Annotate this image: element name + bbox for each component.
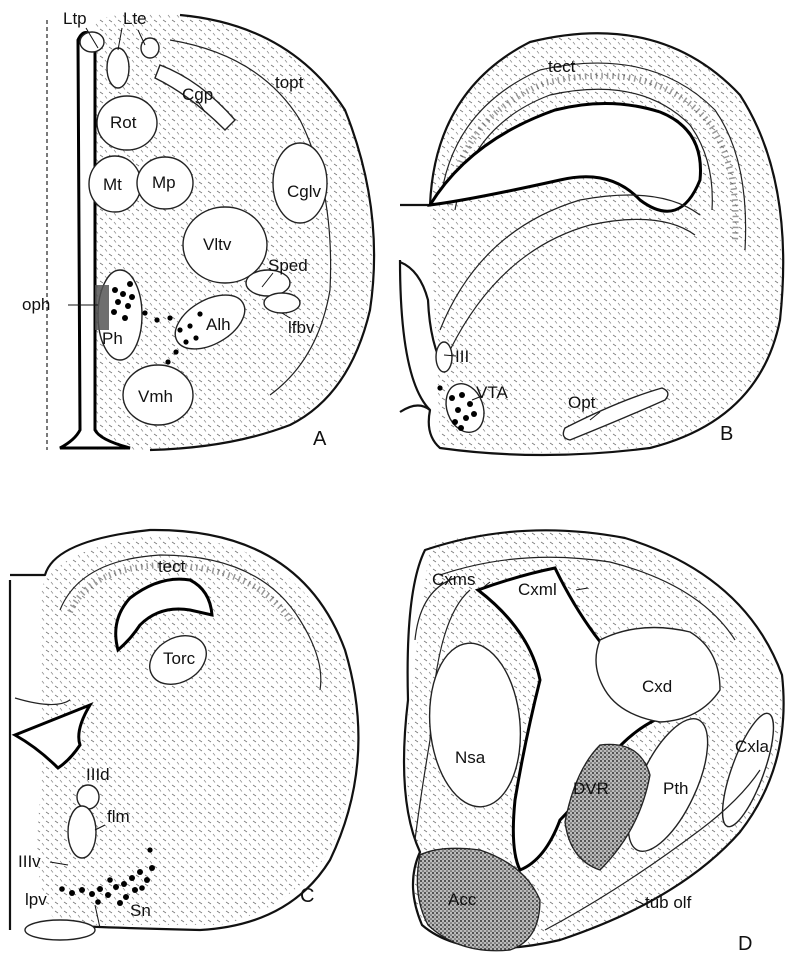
label-vta: VTA (476, 383, 508, 402)
nucleus-lpv (25, 920, 95, 940)
label-ph: Ph (102, 329, 123, 348)
label-tect-c: tect (158, 557, 186, 576)
panel-letter-c: C (300, 885, 314, 907)
label-ltp: Ltp (63, 9, 87, 28)
label-torc: Torc (163, 649, 196, 668)
panel-a: Ltp Lte topt Rot Cgp Mt Mp Cglv Vltv Spe… (22, 9, 374, 450)
label-lfbv: lfbv (288, 318, 315, 337)
label-lte: Lte (123, 9, 147, 28)
label-cxla: Cxla (735, 737, 770, 756)
label-sped: Sped (268, 256, 308, 275)
label-lpv: lpv (25, 890, 47, 909)
label-cxd: Cxd (642, 677, 672, 696)
nucleus-flm (68, 806, 96, 858)
label-dvr: DVR (573, 779, 609, 798)
label-tect-b: tect (548, 57, 576, 76)
label-sn: Sn (130, 901, 151, 920)
label-iii: III (455, 347, 469, 366)
label-tub-olf: tub olf (645, 893, 692, 912)
nucleus-iii (436, 342, 452, 372)
panel-c: tect Torc IIId flm IIIv lpv Sn C (10, 530, 358, 940)
label-vmh: Vmh (138, 387, 173, 406)
label-rot: Rot (110, 113, 137, 132)
label-cglv: Cglv (287, 182, 322, 201)
label-acc: Acc (448, 890, 477, 909)
panel-letter-b: B (720, 423, 733, 445)
label-flm: flm (107, 807, 130, 826)
label-alh: Alh (206, 315, 231, 334)
label-iiiv: IIIv (18, 852, 41, 871)
label-vltv: Vltv (203, 235, 232, 254)
label-oph: oph (22, 295, 50, 314)
panel-letter-d: D (738, 933, 752, 955)
panel-d: Cxms Cxml Cxd Cxla Nsa DVR Pth Acc tub o… (404, 530, 784, 955)
label-mt: Mt (103, 175, 122, 194)
label-pth: Pth (663, 779, 689, 798)
label-cxms: Cxms (432, 570, 475, 589)
nucleus-iiid (77, 785, 99, 809)
panel-b: tect III VTA Opt B (400, 33, 783, 455)
label-mp: Mp (152, 173, 176, 192)
label-opt: Opt (568, 393, 596, 412)
nucleus-lfbv (264, 293, 300, 313)
nucleus-ltp (107, 48, 129, 88)
label-iiid: IIId (86, 765, 110, 784)
label-nsa: Nsa (455, 748, 486, 767)
label-cgp: Cgp (182, 85, 213, 104)
nucleus-lte (141, 38, 159, 58)
label-topt: topt (275, 73, 304, 92)
panel-letter-a: A (313, 428, 327, 450)
label-cxml: Cxml (518, 580, 557, 599)
